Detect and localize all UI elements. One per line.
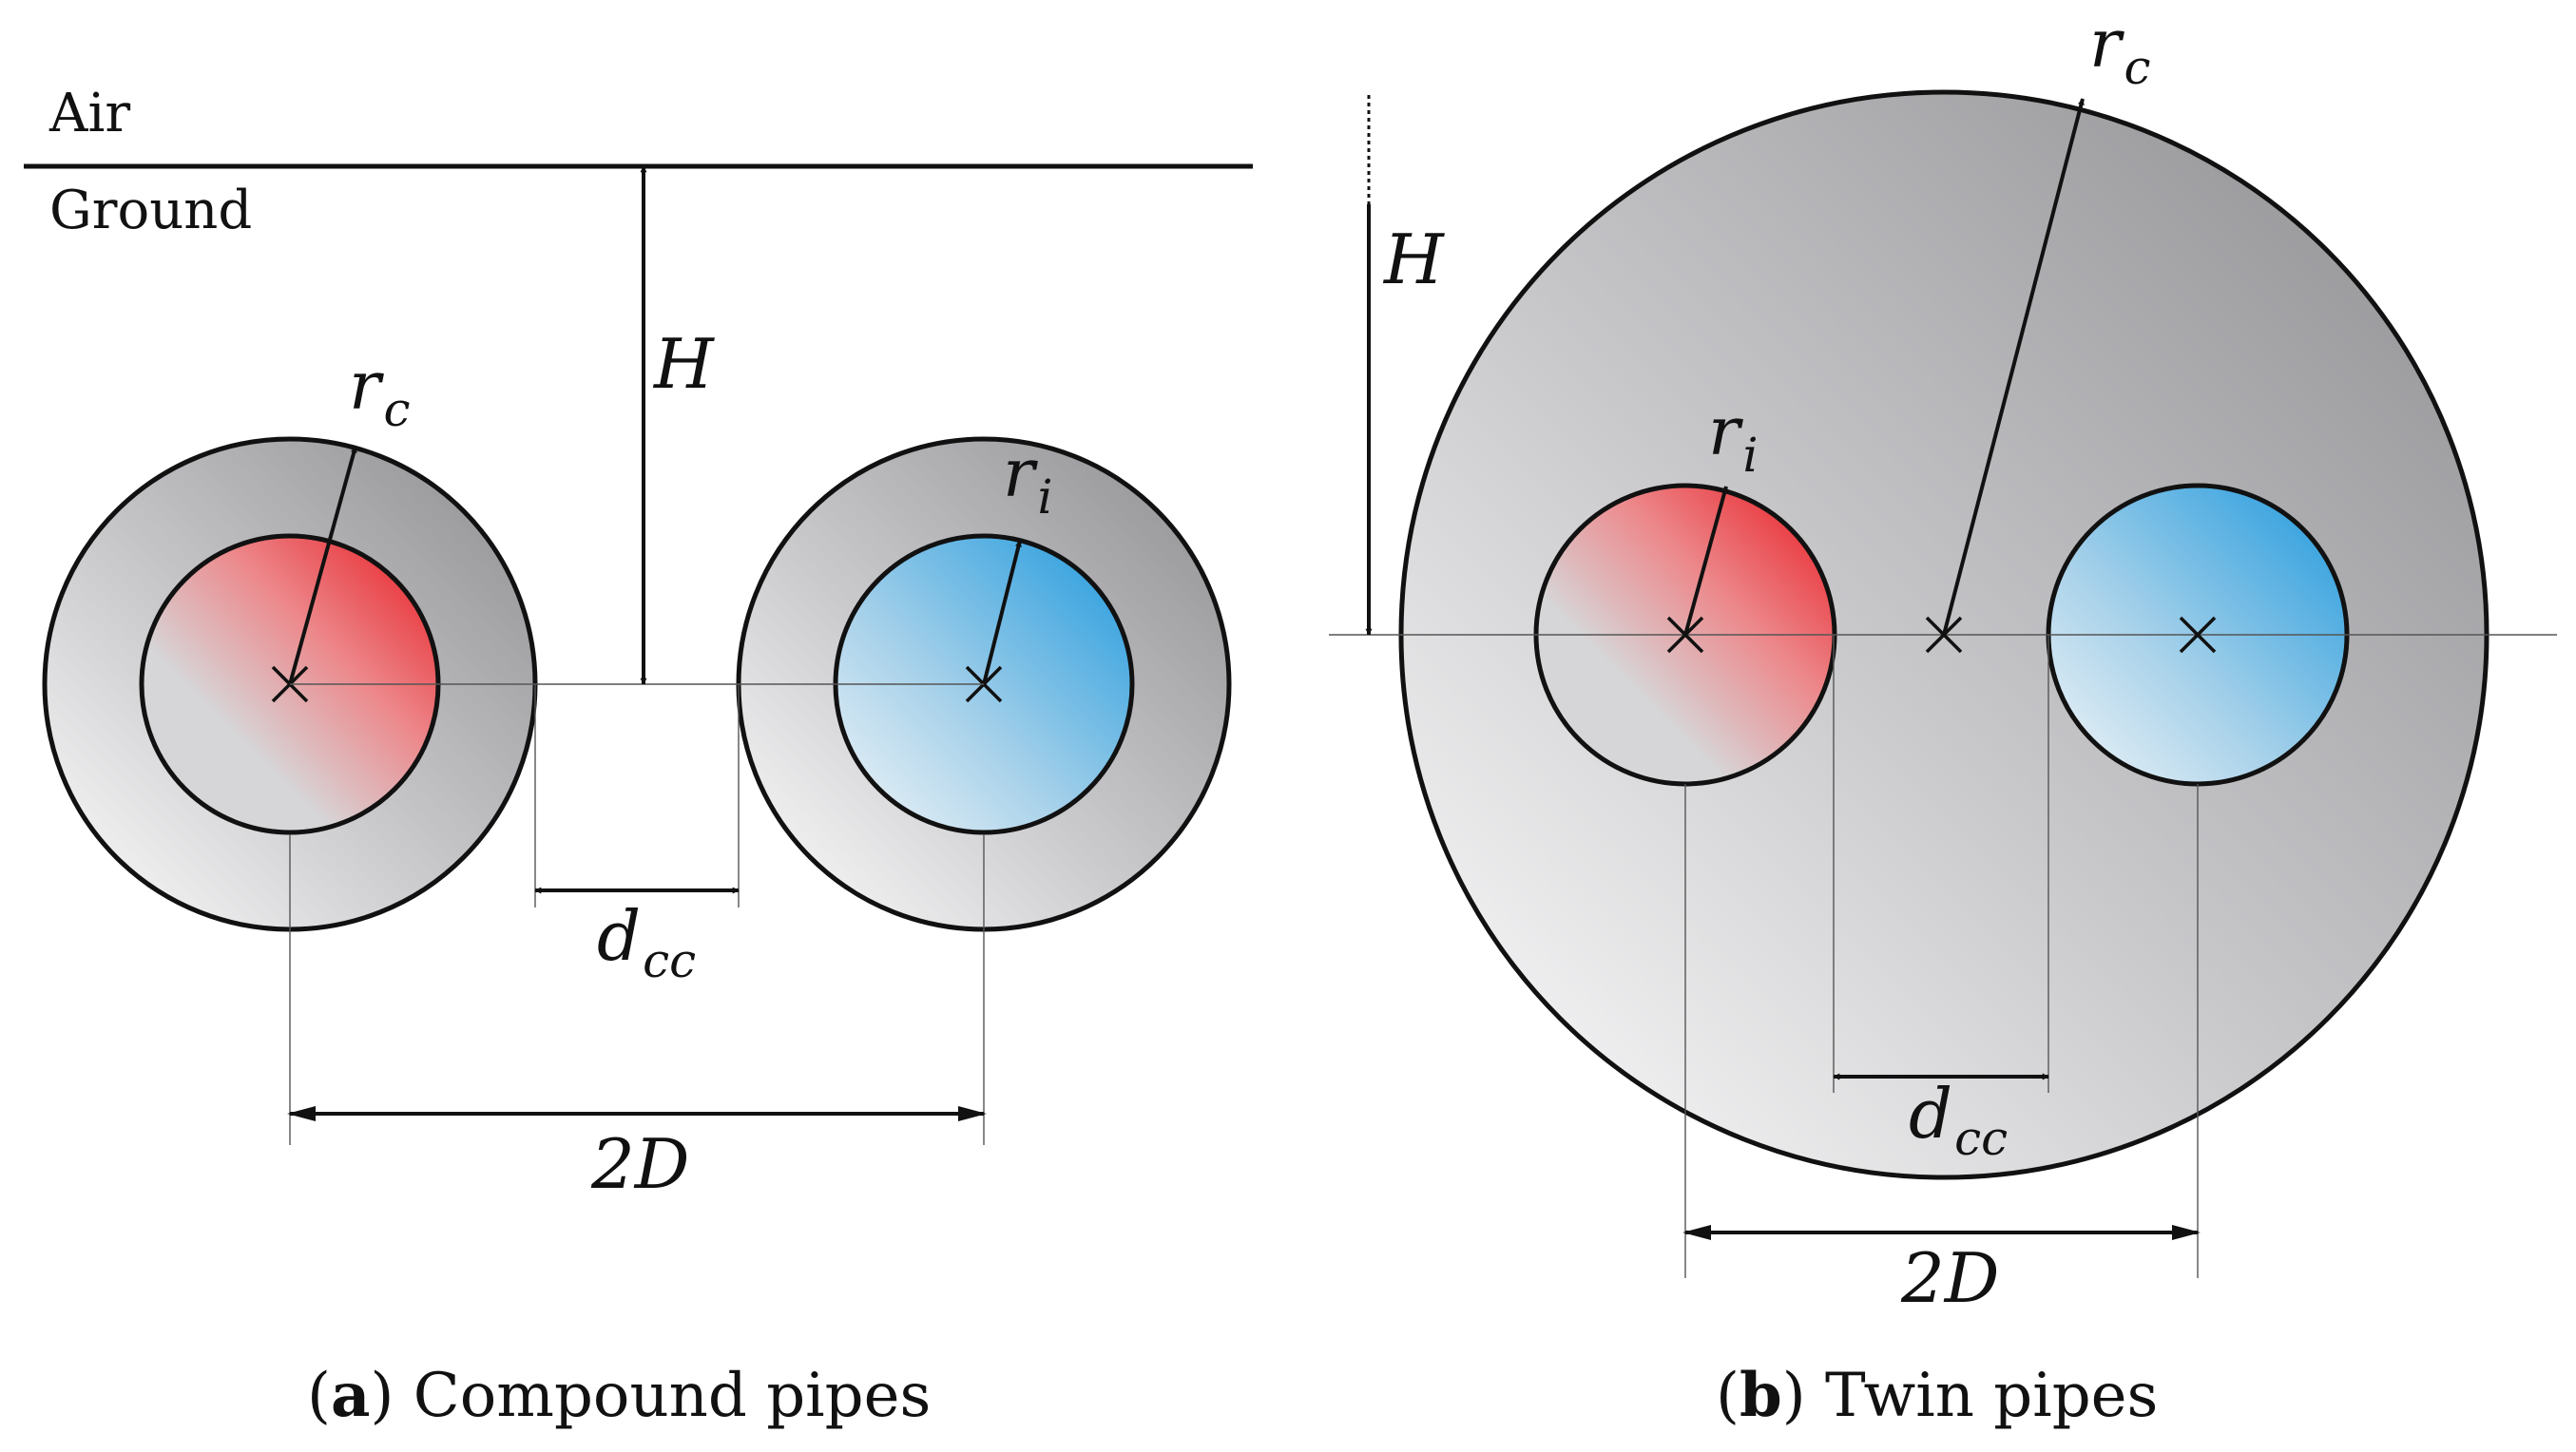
- panel-a-compound-pipes: Air Ground: [24, 83, 1253, 1431]
- 2D-label: 2D: [590, 1124, 690, 1204]
- rc-label: rc: [2089, 5, 2150, 95]
- H-label: H: [652, 324, 715, 404]
- rc-label: rc: [349, 347, 410, 437]
- panel-b-twin-pipes: rc ri H dcc 2D (b) Twin pipes: [1329, 5, 2557, 1431]
- H-label: H: [1382, 220, 1445, 299]
- ri-label: ri: [1003, 434, 1052, 525]
- ri-radius-arrow: [982, 540, 1022, 685]
- rc-radius-arrow: [288, 446, 357, 685]
- ri-radius-arrow: [1683, 486, 1728, 636]
- dcc-label: dcc: [1909, 1074, 2008, 1166]
- caption-a: (a) Compound pipes: [307, 1360, 931, 1431]
- 2D-label: 2D: [1900, 1238, 2000, 1318]
- rc-radius-arrow: [1942, 98, 2085, 636]
- air-label: Air: [48, 83, 130, 144]
- caption-b: (b) Twin pipes: [1716, 1360, 2158, 1431]
- ground-label: Ground: [49, 180, 252, 241]
- dcc-label: dcc: [597, 896, 696, 988]
- ri-label: ri: [1708, 392, 1758, 483]
- reference-lines: [289, 683, 985, 1145]
